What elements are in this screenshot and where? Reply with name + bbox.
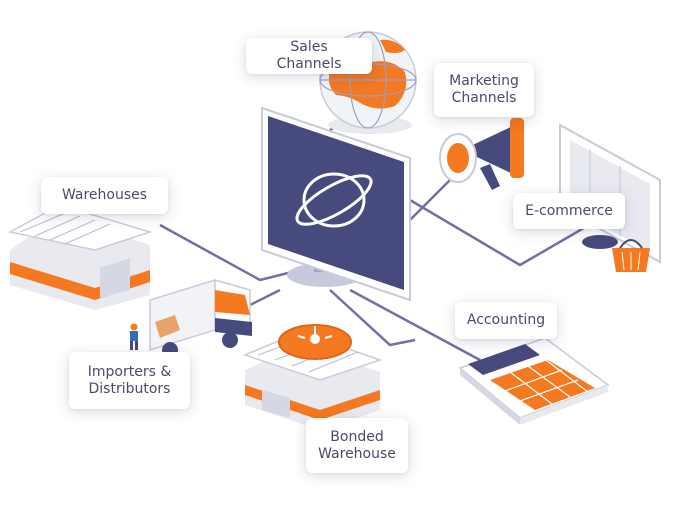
warehouse-building-icon — [7, 204, 153, 310]
label-warehouses: Warehouses — [41, 177, 168, 214]
label-accounting: Accounting — [455, 302, 557, 339]
label-warehouses-text: Warehouses — [61, 187, 148, 203]
bonded-warehouse-building-icon — [242, 324, 383, 430]
label-accounting-text: Accounting — [466, 312, 546, 328]
connector-lines — [159, 93, 616, 362]
delivery-truck-icon — [149, 278, 252, 358]
label-importers-distributors-text: Importers & Distributors — [87, 363, 172, 397]
label-ecommerce: E-commerce — [513, 193, 625, 229]
label-sales-channels-text: Sales Channels — [276, 39, 342, 72]
worker-figure-icon — [130, 323, 138, 350]
label-marketing-channels: Marketing Channels — [434, 63, 534, 117]
label-bonded-warehouse: Bonded Warehouse — [306, 418, 408, 473]
monitor-icon — [261, 106, 411, 302]
shopping-basket-icon — [612, 239, 650, 272]
calculator-icon — [458, 337, 610, 425]
megaphone-icon — [439, 118, 524, 190]
label-importers-distributors: Importers & Distributors — [69, 352, 190, 409]
label-sales-channels: Sales Channels — [246, 38, 372, 74]
label-marketing-channels-text: Marketing Channels — [449, 73, 519, 106]
label-ecommerce-text: E-commerce — [525, 202, 613, 219]
label-bonded-warehouse-text: Bonded Warehouse — [318, 428, 396, 462]
